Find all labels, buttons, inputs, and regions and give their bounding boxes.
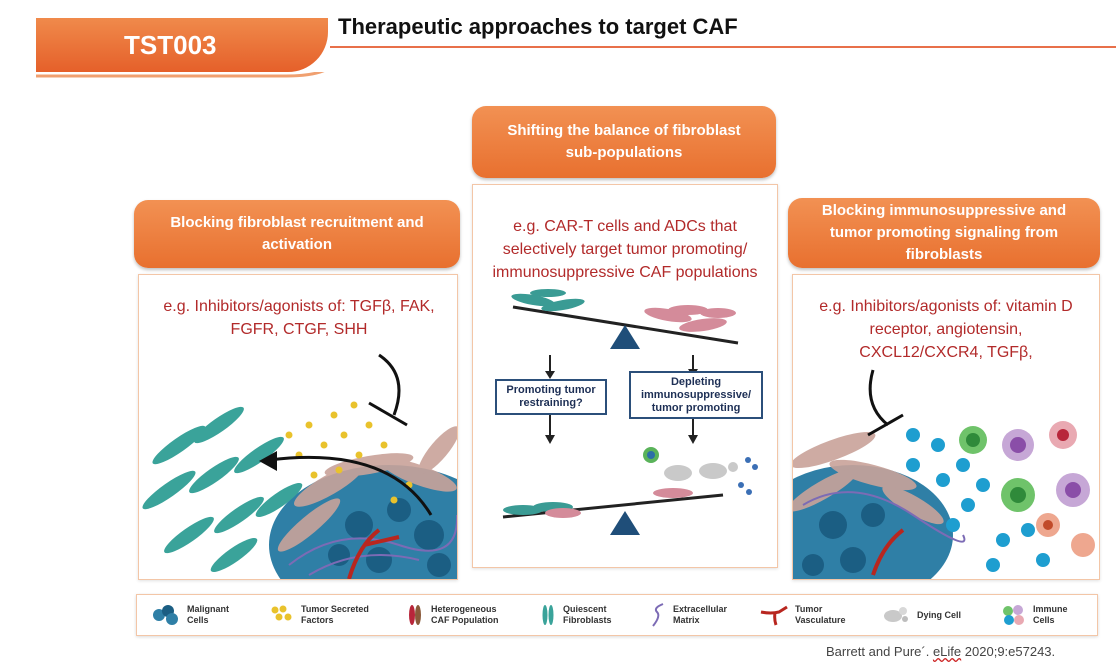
right-panel: e.g. Inhibitors/agonists of: vitamin D r… xyxy=(792,274,1100,580)
dying-cell-icon xyxy=(884,607,908,622)
balance-illustration xyxy=(502,289,758,535)
citation: Barrett and Pure´. eLife 2020;9:e57243. xyxy=(826,644,1055,659)
middle-panel-title: Shifting the balance of fibroblast sub-p… xyxy=(472,106,776,178)
legend-item: Immune Cells xyxy=(1001,595,1083,635)
citation-ref: 2020;9:e57243. xyxy=(964,644,1056,659)
page-title: Therapeutic approaches to target CAF xyxy=(338,14,738,39)
tumor-vasculature-icon xyxy=(760,605,788,626)
flowbox-promoting-restraining: Promoting tumor restraining? xyxy=(495,379,607,415)
malignant-cells-icon xyxy=(153,605,178,625)
extracellular-matrix-icon xyxy=(652,603,664,627)
left-panel: e.g. Inhibitors/agonists of: TGFβ, FAK, … xyxy=(138,274,458,580)
left-panel-title: Blocking fibroblast recruitment and acti… xyxy=(134,200,460,268)
legend-item: Quiescent Fibroblasts xyxy=(539,595,627,635)
right-panel-illustration xyxy=(793,369,1095,579)
slide-code: TST003 xyxy=(124,29,217,60)
left-panel-text: e.g. Inhibitors/agonists of: TGFβ, FAK, … xyxy=(163,298,435,338)
flowbox-depleting: Depleting immunosuppressive/ tumor promo… xyxy=(629,371,763,419)
header-accent-curve xyxy=(36,72,325,78)
legend: Malignant Cells Tumor Secreted Factors H… xyxy=(136,594,1098,636)
citation-journal: eLife xyxy=(932,644,962,659)
immune-cells-icon xyxy=(1003,605,1024,625)
citation-authors: Barrett and Pure´. xyxy=(826,644,930,659)
legend-item: Extracellular Matrix xyxy=(649,595,737,635)
right-panel-title: Blocking immunosuppressive and tumor pro… xyxy=(788,198,1100,268)
middle-panel-text: e.g. CAR-T cells and ADCs that selective… xyxy=(492,218,758,281)
slide-code-tab: TST003 xyxy=(36,18,328,72)
legend-item: Tumor Secreted Factors xyxy=(269,595,381,635)
quiescent-fibroblasts-icon xyxy=(542,605,554,625)
legend-item: Heterogeneous CAF Population xyxy=(405,595,511,635)
legend-item: Dying Cell xyxy=(883,595,977,635)
legend-item: Malignant Cells xyxy=(151,595,243,635)
tumor-secreted-factors-icon xyxy=(271,605,292,621)
caf-population-icon xyxy=(409,605,421,625)
left-panel-illustration xyxy=(142,353,457,579)
right-panel-text: e.g. Inhibitors/agonists of: vitamin D r… xyxy=(819,298,1073,361)
legend-item: Tumor Vasculature xyxy=(759,595,855,635)
middle-panel: e.g. CAR-T cells and ADCs that selective… xyxy=(472,184,778,568)
header-divider xyxy=(330,46,1116,48)
